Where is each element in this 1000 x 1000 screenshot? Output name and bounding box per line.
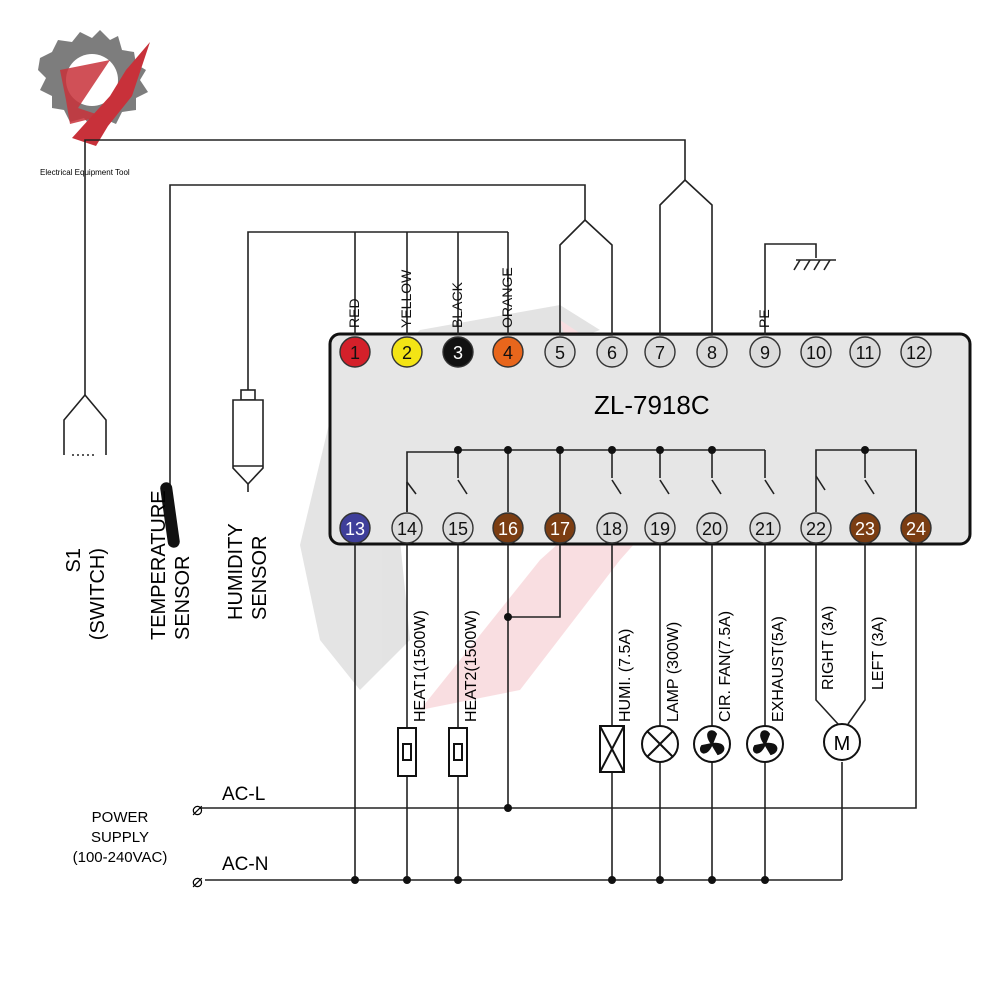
bottom-terminal-circle	[544, 512, 576, 544]
top-terminal-number: 8	[707, 343, 717, 363]
temperature-sensor-label-line2: SENSOR	[172, 556, 194, 640]
bottom-terminal-number: 13	[345, 519, 365, 539]
top-terminal-circle	[596, 336, 628, 368]
heater1-icon	[397, 727, 417, 777]
load-symbols	[397, 723, 861, 777]
bottom-terminal-number: 23	[855, 519, 875, 539]
brand-logo: Electrical Equipment Tool	[38, 30, 150, 177]
bottom-terminal-circle	[644, 512, 676, 544]
bottom-terminal-circle	[596, 512, 628, 544]
wires	[63, 139, 917, 881]
ac-n-label: AC-N	[222, 854, 268, 875]
bottom-terminal-number: 19	[650, 519, 670, 539]
power-supply-label-line1: POWER	[92, 809, 149, 826]
motor-symbol-label: M	[834, 733, 851, 755]
top-terminal-circle	[849, 336, 881, 368]
wire-color-labels: RED YELLOW BLACK ORANGE PE	[346, 267, 772, 328]
top-terminal-circle	[644, 336, 676, 368]
top-terminal-circle	[696, 336, 728, 368]
motor-icon	[823, 723, 861, 761]
bottom-terminal-circle	[749, 512, 781, 544]
bottom-terminal-circle	[442, 512, 474, 544]
top-terminal-circle	[800, 336, 832, 368]
top-terminal-number: 1	[350, 343, 360, 363]
bottom-terminal-circle	[800, 512, 832, 544]
temperature-sensor-label-line1: TEMPERATURE	[148, 490, 170, 640]
bottom-terminal-number: 15	[448, 519, 468, 539]
ac-l-terminal-icon: ⌀	[192, 799, 203, 819]
top-terminal-number: 10	[806, 343, 826, 363]
right-motor-label: RIGHT (3A)	[820, 606, 837, 690]
top-terminal-number: 11	[856, 343, 875, 363]
power-supply-label-line2: SUPPLY	[91, 829, 149, 846]
heat1-label: HEAT1(1500W)	[412, 610, 429, 722]
bottom-terminal-circle	[849, 512, 881, 544]
top-terminal-number: 5	[555, 343, 565, 363]
wire-color-label: BLACK	[449, 281, 465, 328]
wire-color-label: ORANGE	[499, 267, 515, 328]
bottom-terminal-number: 21	[755, 519, 775, 539]
top-terminal-number: 9	[760, 343, 770, 363]
top-terminal-circle	[544, 336, 576, 368]
bottom-terminal-number: 17	[550, 519, 570, 539]
lamp-label: LAMP (300W)	[665, 622, 682, 722]
wire-color-label: RED	[346, 298, 362, 328]
bottom-terminal-circle	[492, 512, 524, 544]
temperature-probe-icon	[160, 482, 180, 548]
controller-model: ZL-7918C	[594, 390, 710, 420]
exhaust-label: EXHAUST(5A)	[770, 616, 787, 722]
ac-l-label: AC-L	[222, 784, 265, 805]
humi-label: HUMI. (7.5A)	[617, 629, 634, 722]
humidifier-icon	[599, 725, 625, 773]
bottom-terminal-number: 16	[498, 519, 518, 539]
bottom-terminal-number: 24	[906, 519, 926, 539]
bottom-terminal-circle	[391, 512, 423, 544]
circulation-fan-icon	[693, 725, 731, 763]
bottom-terminal-circle	[900, 512, 932, 544]
top-terminal-number: 2	[402, 343, 412, 363]
humidity-sensor-label-line2: SENSOR	[249, 536, 271, 620]
controller-box	[328, 332, 972, 546]
heat2-label: HEAT2(1500W)	[463, 610, 480, 722]
bottom-terminal-number: 18	[602, 519, 622, 539]
top-terminal-circle	[900, 336, 932, 368]
wire-color-label: PE	[756, 309, 772, 328]
humidity-sensor-icon	[232, 389, 264, 492]
power-supply-label-line3: (100-240VAC)	[73, 849, 168, 866]
top-terminal-circle	[749, 336, 781, 368]
top-terminal-number: 4	[503, 343, 513, 363]
s1-switch-symbol	[63, 393, 107, 455]
top-terminal-number: 12	[906, 343, 926, 363]
exhaust-fan-icon	[746, 725, 784, 763]
lamp-icon	[641, 725, 679, 763]
top-terminal-circle	[442, 336, 474, 368]
ac-n-terminal-icon: ⌀	[192, 871, 203, 891]
top-terminal-number: 6	[607, 343, 617, 363]
top-terminal-circle	[391, 336, 423, 368]
s1-label-line2: (SWITCH)	[87, 548, 109, 640]
wire-color-label: YELLOW	[398, 269, 414, 328]
bottom-terminal-circle	[696, 512, 728, 544]
bottom-terminal-number: 14	[397, 519, 417, 539]
junction-dots	[351, 446, 869, 884]
bottom-terminal-number: 20	[702, 519, 722, 539]
top-terminal-circle	[492, 336, 524, 368]
bottom-terminal-circle	[339, 512, 371, 544]
bottom-terminal-row: 13 14 15 16 17 18 19 20 21 22 23 24	[339, 512, 932, 544]
bottom-terminal-number: 22	[806, 519, 826, 539]
top-terminal-circle	[339, 336, 371, 368]
heater2-icon	[448, 727, 468, 777]
cir-fan-label: CIR. FAN(7.5A)	[717, 611, 734, 722]
top-terminal-number: 7	[655, 343, 665, 363]
s1-label-line1: S1	[63, 548, 85, 572]
humidity-sensor-label-line1: HUMIDITY	[225, 523, 247, 620]
left-motor-label: LEFT (3A)	[870, 617, 887, 691]
top-terminal-number: 3	[453, 343, 463, 363]
